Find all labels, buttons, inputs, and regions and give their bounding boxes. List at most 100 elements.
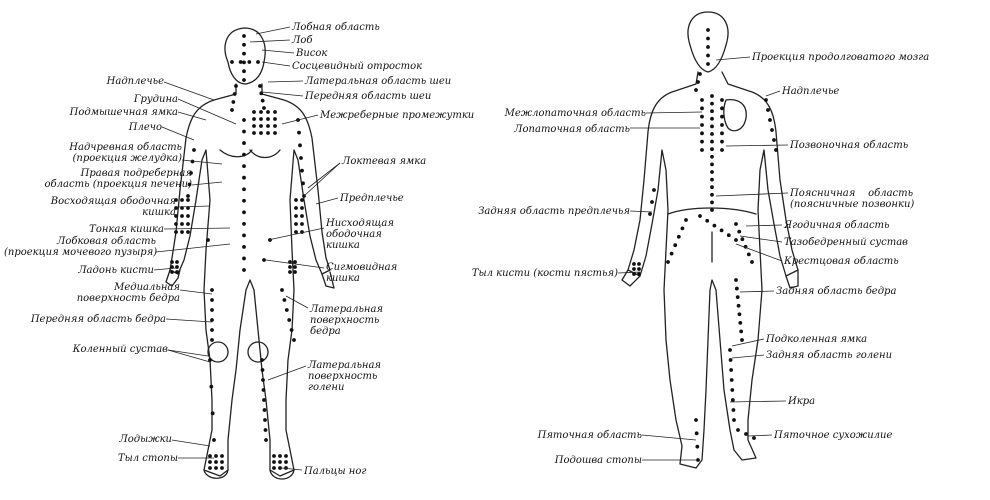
label-shoulder: Плечо [128, 122, 162, 133]
label-medial-thigh: Медиальная поверхность бедра [76, 282, 180, 304]
acupoint-dot [273, 131, 277, 135]
acupoint-dot [720, 139, 724, 144]
acupoint-dot [710, 94, 714, 98]
label-forearm: Предплечье [340, 193, 404, 204]
label-mastoid: Сосцевидный отросток [292, 61, 423, 72]
acupoint-dot [261, 388, 266, 392]
acupoint-dot [190, 159, 195, 164]
acupoint-dot [210, 338, 214, 342]
leader-line [645, 111, 703, 114]
leader-line [163, 227, 231, 230]
label-palm: Ладонь кисти [78, 265, 154, 276]
label-spinal: Позвоночная область [790, 140, 909, 151]
acupoint-dot [252, 131, 256, 135]
acupoint-dot [260, 98, 265, 103]
leader-line [629, 210, 653, 213]
acupoint-dot [294, 222, 298, 226]
acupoint-dot [260, 368, 265, 372]
leader-line [739, 235, 783, 243]
acupoint-dot [700, 148, 704, 152]
acupoint-dot [706, 53, 710, 58]
acupoint-dot [252, 117, 256, 121]
leader-line [745, 224, 783, 227]
acupoint-dot [262, 258, 266, 262]
acupoint-dot [299, 156, 303, 160]
acupoint-dot [210, 318, 214, 322]
acupoint-dot [259, 131, 263, 135]
acupoint-dot [740, 237, 745, 242]
label-sacral: Крестцовая область [784, 256, 899, 267]
leader-line [307, 162, 341, 189]
acupoint-dot [242, 141, 246, 145]
acupoint-dot [231, 100, 236, 104]
acupoint-dot [214, 460, 218, 464]
acupoint-dot [698, 72, 702, 76]
leader-line [747, 434, 773, 437]
acupoint-dot [739, 329, 744, 334]
acupoint-dot [676, 234, 681, 239]
acupoint-dot [259, 117, 263, 121]
acupoint-dot [242, 60, 246, 65]
acupoint-dot [208, 454, 212, 458]
leader-line [249, 39, 291, 43]
leader-line [191, 181, 223, 186]
label-anterior-thigh: Передняя область бедра [30, 314, 166, 325]
acupoint-dot [294, 198, 298, 202]
acupoint-dot [230, 60, 234, 64]
label-forehead-region: Лобная область [292, 22, 380, 33]
leader-line [267, 80, 304, 83]
leader-line [261, 49, 295, 54]
acupoint-dot [710, 124, 714, 129]
acupoint-dot [300, 214, 304, 218]
acupoint-dots [170, 28, 778, 470]
acupoint-dot [719, 228, 724, 233]
acupoint-dot [710, 116, 714, 121]
label-hip-joint: Тазобедренный сустав [784, 237, 908, 248]
label-hand-back: Тыл кисти (кости пястья) [471, 268, 618, 279]
leader-line [715, 192, 789, 197]
acupoint-dot [720, 123, 724, 127]
leader-line [261, 61, 291, 67]
acupoint-dot [293, 270, 297, 274]
acupoint-dot [734, 278, 738, 282]
label-scapular: Лопаточная область [514, 124, 630, 135]
acupoint-dot [284, 460, 288, 464]
acupoint-dot [262, 398, 266, 402]
label-anterior-neck: Передняя область шеи [305, 91, 432, 102]
acupoint-dot [210, 308, 214, 312]
acupoint-dot [696, 80, 700, 84]
label-sigmoid-colon: Сигмовидная кишка [326, 262, 398, 284]
acupoint-dot [734, 286, 739, 291]
acupoint-dot [710, 147, 714, 152]
acupoint-dot [731, 408, 736, 412]
leader-line [285, 295, 309, 309]
acupoint-dot [210, 298, 214, 302]
acupoint-dot [266, 117, 270, 121]
acupoint-dot [242, 221, 246, 226]
leader-line [161, 126, 195, 141]
label-heel: Пяточная область [537, 430, 642, 441]
acupoint-dot [186, 230, 190, 234]
leader-line [731, 338, 765, 347]
acupoint-dot [288, 265, 292, 269]
leader-line [155, 243, 231, 253]
label-shoulder-girdle-front: Надплечье [106, 76, 164, 87]
acupoint-dot [208, 466, 212, 470]
acupoint-dot [180, 198, 184, 202]
acupoint-dot [272, 466, 276, 470]
acupoint-dot [700, 106, 704, 111]
leader-line [261, 91, 304, 97]
acupoint-dot [766, 108, 770, 112]
acupoint-dot [737, 312, 742, 317]
leader-line [725, 144, 789, 147]
acupoint-dot [180, 222, 184, 226]
leader-line [715, 56, 751, 61]
acupoint-dot [650, 200, 654, 204]
leader-line [765, 90, 781, 97]
leader-line [165, 318, 213, 323]
label-posterior-shin: Задняя область голени [766, 350, 893, 361]
label-calf: Икра [788, 396, 816, 407]
acupoint-dot [728, 348, 732, 352]
acupoint-dot [710, 208, 714, 212]
leader-line [735, 243, 783, 262]
